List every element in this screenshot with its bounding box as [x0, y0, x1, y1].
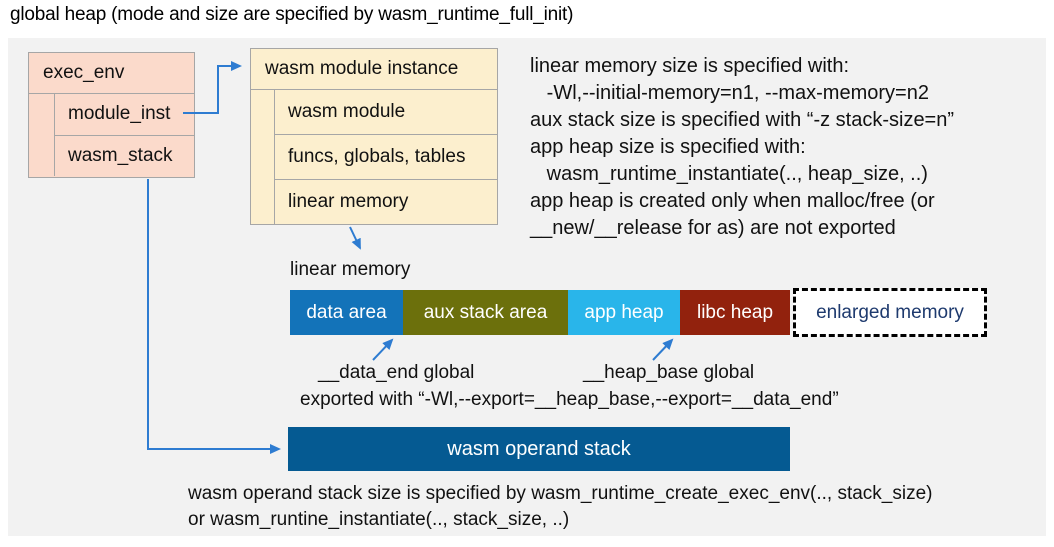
diagram-title: global heap (mode and size are specified…: [10, 4, 574, 25]
segment-enlarged-memory: enlarged memory: [793, 288, 987, 337]
linear-memory-bar: data area aux stack area app heap libc h…: [290, 287, 987, 338]
operand-stack-notes: wasm operand stack size is specified by …: [188, 481, 933, 533]
module-instance-row-linear-memory: linear memory: [275, 179, 497, 224]
note-line: aux stack size is specified with “-z sta…: [530, 109, 955, 131]
note-line: linear memory size is specified with:: [530, 55, 849, 77]
segment-data-area: data area: [290, 290, 403, 335]
exec-env-header: exec_env: [29, 53, 194, 94]
module-instance-row-funcs-globals-tables: funcs, globals, tables: [275, 134, 497, 179]
exec-env-indent: [29, 94, 55, 176]
module-instance-box: wasm module instance wasm module funcs, …: [250, 48, 498, 225]
exec-env-row-module-inst: module_inst: [68, 103, 171, 125]
note-line: app heap is created only when malloc/fre…: [530, 190, 935, 212]
segment-libc-heap: libc heap: [680, 290, 790, 335]
exec-env-box: exec_env module_inst wasm_stack: [28, 52, 195, 178]
note-line: app heap size is specified with:: [530, 136, 806, 158]
segment-app-heap: app heap: [568, 290, 680, 335]
module-instance-header: wasm module instance: [251, 49, 497, 90]
exec-env-row-wasm-stack: wasm_stack: [55, 134, 194, 177]
heap-base-global-label: __heap_base global: [583, 362, 755, 383]
note-line: or wasm_runtine_instantiate(.., stack_si…: [188, 509, 570, 530]
module-instance-indent: [251, 90, 275, 224]
module-instance-row-wasm-module: wasm module: [288, 101, 406, 122]
note-line: wasm operand stack size is specified by …: [188, 483, 933, 504]
linear-memory-label: linear memory: [290, 259, 411, 280]
note-line: -Wl,--initial-memory=n1, --max-memory=n2: [530, 82, 929, 104]
segment-aux-stack-area: aux stack area: [403, 290, 568, 335]
note-line: wasm_runtime_instantiate(.., heap_size, …: [530, 163, 928, 185]
memory-size-notes: linear memory size is specified with: -W…: [530, 53, 954, 242]
data-end-global-label: __data_end global: [318, 362, 475, 383]
note-line: __new/__release for as) are not exported: [530, 217, 896, 239]
wasm-operand-stack-bar: wasm operand stack: [288, 427, 790, 471]
exported-with-label: exported with “-Wl,--export=__heap_base,…: [300, 389, 839, 410]
